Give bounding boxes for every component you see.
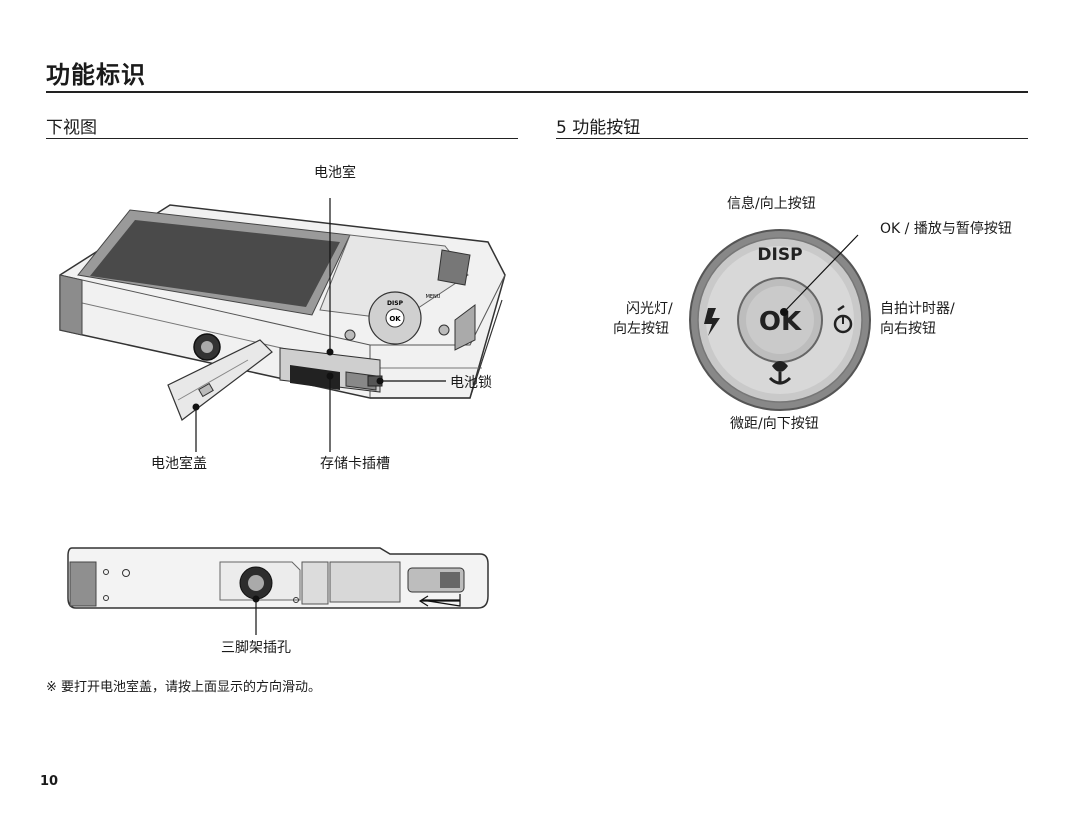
label-flash-left-line1: 闪光灯/ [626,301,673,317]
self-timer-icon [833,304,853,334]
label-battery-chamber: 电池室 [314,165,356,181]
section-divider-bottom-view [46,138,518,139]
section-title-function-buttons: 5 功能按钮 [556,118,641,138]
label-tripod-socket: 三脚架插孔 [221,640,291,656]
label-info-up-button: 信息/向上按钮 [727,196,816,212]
page-title: 功能标识 [46,61,146,89]
camera-disp-mark: DISP [387,300,404,307]
label-memory-card-slot: 存储卡插槽 [320,456,390,472]
flash-icon [704,308,720,336]
camera-menu-mark: MENU [426,294,441,300]
label-timer-right-line1: 自拍计时器/ [880,301,955,317]
label-battery-cover: 电池室盖 [151,456,207,472]
label-ok-play-button: OK / 播放与暂停按钮 [880,221,1012,237]
label-flash-left-line2: 向左按钮 [613,321,669,337]
page-number: 10 [40,774,59,789]
camera-ok-mark: OK [389,315,401,323]
label-battery-lock: 电池锁 [450,375,492,391]
section-divider-function-buttons [556,138,1028,139]
section-title-bottom-view: 下视图 [46,118,97,138]
macro-icon [768,361,792,385]
dial-disp-mark: DISP [757,245,802,265]
camera-underside-illustration [67,547,489,635]
label-timer-right-line2: 向右按钮 [880,321,936,337]
camera-bottom-illustration: OK DISP MENU [59,198,506,452]
note-battery-cover: ※ 要打开电池室盖，请按上面显示的方向滑动。 [46,680,322,695]
label-macro-down-button: 微距/向下按钮 [730,416,819,432]
function-dial-illustration: DISP OK [689,229,871,411]
title-divider [46,91,1028,93]
